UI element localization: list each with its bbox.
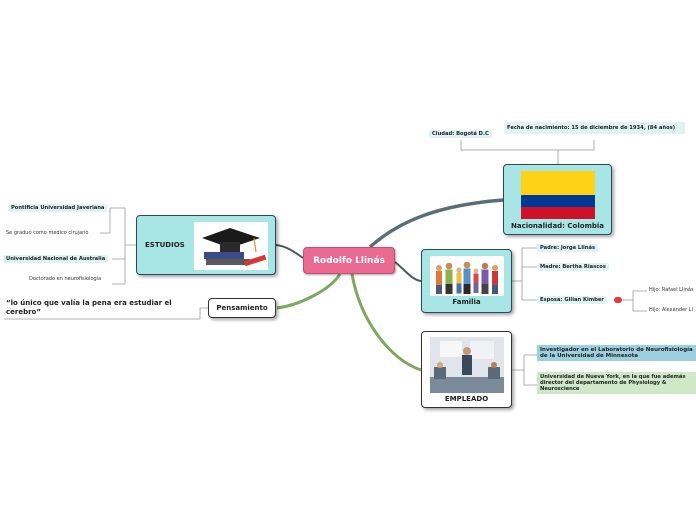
nacionalidad-topic[interactable]: Nacionalidad: Colombia [503, 164, 612, 235]
familia-label: Familia [452, 298, 481, 306]
family-image [430, 256, 504, 296]
javeriana-node[interactable]: Pontificia Universidad Javeriana [8, 204, 108, 212]
hijo-rafael-node[interactable]: Hijo: Rafael Llinás [649, 287, 694, 293]
branch-familia [394, 261, 422, 282]
office-image [430, 337, 504, 393]
colombia-flag-image [521, 171, 595, 219]
nacionalidad-label: Nacionalidad: Colombia [510, 222, 604, 230]
central-topic[interactable]: Rodolfo Llinás [303, 247, 395, 274]
ciudad-node[interactable]: Ciudad: Bogotá D.C [429, 130, 492, 138]
empleo-nueva-york-node[interactable]: Universidad de Nueva York, en la que fue… [537, 372, 696, 394]
empleado-label: EMPLEADO [444, 395, 489, 403]
estudios-label: ESTUDIOS [145, 241, 185, 249]
fecha-node[interactable]: Fecha de nacimiento: 15 de diciembre de … [504, 122, 685, 134]
graduation-cap-image [194, 222, 268, 270]
branch-pensamiento [276, 273, 342, 310]
empleado-topic[interactable]: EMPLEADO [421, 331, 512, 408]
australia-node[interactable]: Universidad Nacional de Australia [3, 255, 109, 263]
empleo-minnesota-node[interactable]: Investigador en el Laboratorio de Neurof… [537, 345, 696, 361]
familia-topic[interactable]: Familia [421, 249, 512, 313]
doctorado-node[interactable]: Doctorado en neurofisiología [29, 276, 102, 282]
branch-nacionalidad [368, 198, 504, 249]
padre-node[interactable]: Padre: Jorge Llinás [537, 244, 599, 252]
hijo-alexander-node[interactable]: Hijo: Alexander Ll [649, 307, 693, 313]
estudios-topic[interactable]: ESTUDIOS [136, 215, 276, 275]
collapse-toggle-icon[interactable] [614, 297, 622, 303]
madre-node[interactable]: Madre: Bertha Riascos [537, 263, 609, 271]
pensamiento-topic[interactable]: Pensamiento [208, 298, 276, 318]
medico-cirujano-node[interactable]: Se graduó como medico cirujano [6, 230, 89, 236]
branch-empleado [350, 273, 422, 372]
pensamiento-quote[interactable]: “lo único que valía la pena era estudiar… [6, 299, 172, 316]
branch-estudios [275, 244, 304, 259]
esposa-node[interactable]: Esposa: Gilian Kimber [537, 296, 607, 304]
